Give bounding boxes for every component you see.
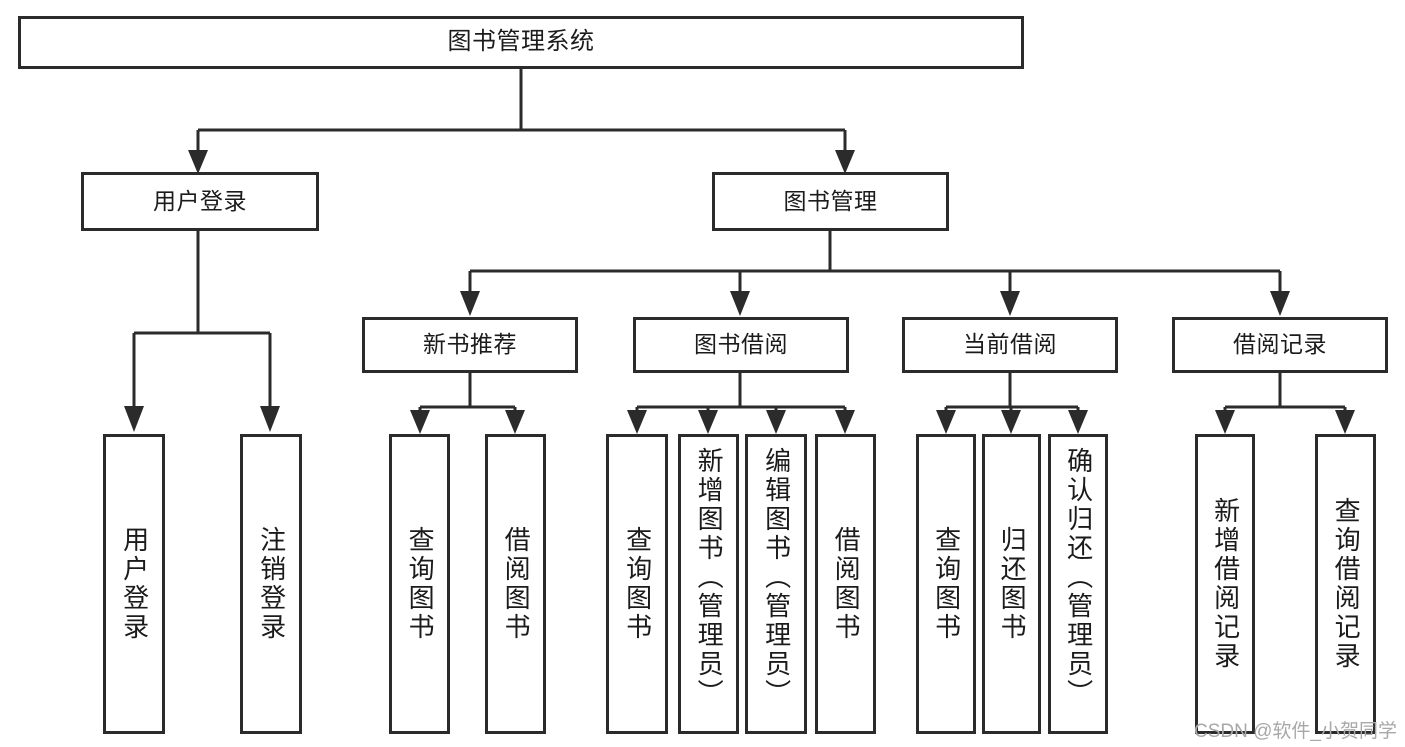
node-label: 归还图书 xyxy=(997,526,1028,642)
node-label: 用户登录 xyxy=(153,187,247,214)
arrow-br-leaf-2 xyxy=(1335,410,1355,434)
node-label: 图书管理系统 xyxy=(447,28,595,56)
arrow-to-book-management xyxy=(835,150,855,174)
node-root-system[interactable]: 图书管理系统 xyxy=(18,16,1024,69)
arrow-to-current-borrow xyxy=(1000,291,1020,316)
arrow-cb-leaf-1 xyxy=(936,410,956,434)
node-label: 图书借阅 xyxy=(694,331,788,358)
node-label: 新增借阅记录 xyxy=(1210,497,1241,671)
leaf-user-login[interactable]: 用户登录 xyxy=(103,434,165,734)
leaf-add-borrow-record[interactable]: 新增借阅记录 xyxy=(1195,434,1255,734)
leaf-borrow-book-recommend[interactable]: 借阅图书 xyxy=(485,434,546,734)
leaf-return-book[interactable]: 归还图书 xyxy=(982,434,1041,734)
arrow-cb-leaf-2 xyxy=(1001,410,1021,434)
arrow-to-user-login-leaf xyxy=(124,406,144,432)
arrow-bb-leaf-1 xyxy=(627,410,647,434)
arrow-cb-leaf-3 xyxy=(1068,410,1088,434)
leaf-confirm-return-admin[interactable]: 确认归还（管理员） xyxy=(1048,434,1108,734)
node-borrow-record[interactable]: 借阅记录 xyxy=(1172,317,1388,373)
node-label: 查询图书 xyxy=(622,526,653,642)
node-book-management[interactable]: 图书管理 xyxy=(712,172,949,231)
watermark-text: CSDN @软件_小贺同学 xyxy=(1194,721,1397,742)
node-label: 用户登录 xyxy=(119,526,150,642)
arrow-bb-leaf-4 xyxy=(835,410,855,434)
arrow-nbr-leaf-2 xyxy=(505,410,525,434)
node-label: 借阅图书 xyxy=(831,526,862,642)
node-label: 新增图书（管理员） xyxy=(694,447,725,708)
leaf-query-book-recommend[interactable]: 查询图书 xyxy=(389,434,450,734)
arrow-bb-leaf-2 xyxy=(698,410,718,434)
node-label: 查询图书 xyxy=(405,526,436,642)
node-label: 编辑图书（管理员） xyxy=(761,447,792,708)
node-current-borrow[interactable]: 当前借阅 xyxy=(902,317,1118,373)
node-label: 确认归还（管理员） xyxy=(1063,447,1094,708)
arrow-br-leaf-1 xyxy=(1215,410,1235,434)
leaf-query-book-current[interactable]: 查询图书 xyxy=(916,434,976,734)
node-user-login[interactable]: 用户登录 xyxy=(81,172,319,231)
node-label: 查询借阅记录 xyxy=(1331,497,1362,671)
node-new-book-recommend[interactable]: 新书推荐 xyxy=(362,317,578,373)
leaf-query-book-borrow[interactable]: 查询图书 xyxy=(606,434,668,734)
node-label: 注销登录 xyxy=(256,526,287,642)
node-label: 借阅记录 xyxy=(1233,331,1327,358)
node-label: 借阅图书 xyxy=(501,526,532,642)
arrow-to-user-login xyxy=(188,150,208,174)
node-label: 查询图书 xyxy=(931,526,962,642)
leaf-edit-book-admin[interactable]: 编辑图书（管理员） xyxy=(745,434,807,734)
leaf-add-book-admin[interactable]: 新增图书（管理员） xyxy=(678,434,739,734)
leaf-query-borrow-record[interactable]: 查询借阅记录 xyxy=(1315,434,1376,734)
node-label: 当前借阅 xyxy=(963,331,1057,358)
node-book-borrow[interactable]: 图书借阅 xyxy=(633,317,849,373)
arrow-to-borrow-record xyxy=(1270,291,1290,316)
node-label: 新书推荐 xyxy=(423,331,517,358)
arrow-to-book-borrow xyxy=(730,291,750,316)
arrow-to-logout-leaf xyxy=(260,406,280,432)
arrow-to-new-book-recommend xyxy=(460,291,480,316)
arrow-bb-leaf-3 xyxy=(766,410,786,434)
leaf-borrow-book[interactable]: 借阅图书 xyxy=(815,434,876,734)
leaf-logout[interactable]: 注销登录 xyxy=(240,434,302,734)
arrow-nbr-leaf-1 xyxy=(410,410,430,434)
node-label: 图书管理 xyxy=(783,187,878,214)
